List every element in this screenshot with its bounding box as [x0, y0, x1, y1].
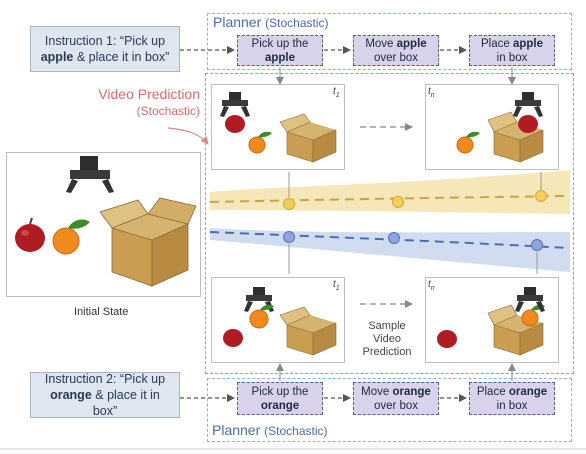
t1-letter-a: t: [333, 86, 336, 97]
planner-bottom-box: [207, 378, 572, 442]
planner-bottom-label: Planner (Stochastic): [212, 422, 328, 438]
top-t1-box-icon: [279, 113, 337, 163]
blue-trajectory: [209, 231, 569, 249]
video-prediction-label: Video Prediction (Stochastic): [80, 86, 200, 118]
t1-sub-a: 1: [335, 92, 340, 99]
yellow-node-3: [535, 190, 547, 202]
bottom-task-1-obj: orange: [260, 399, 300, 412]
top-t1-apple-icon: [225, 115, 245, 133]
bottom-t1-box-icon: [279, 306, 337, 356]
initial-orange-icon: [52, 219, 90, 255]
bottom-task-2-post: over box: [373, 399, 419, 412]
top-task-3: Place apple in box: [469, 35, 555, 66]
bottom-tn-gripper-icon: [515, 287, 545, 312]
bottom-t1-apple-icon: [223, 329, 243, 347]
bottom-task-3: Place orange in box: [469, 382, 555, 415]
tn-sub-a: n: [430, 92, 435, 99]
t1-letter-b: t: [333, 279, 336, 290]
planner-top-box: [207, 13, 572, 70]
sample-text-line-3: Prediction: [362, 346, 412, 358]
tn-letter-b: t: [428, 279, 431, 290]
sample-text-line-1: Sample: [368, 320, 406, 332]
top-t1-orange-icon: [248, 131, 272, 154]
blue-latent-band: [210, 228, 570, 272]
yellow-latent-band: [210, 170, 570, 214]
top-task-1-obj: apple: [264, 51, 296, 64]
top-task-2-obj: apple: [396, 37, 427, 50]
top-task-3-post: in box: [496, 51, 528, 64]
top-task-3-pre: Place: [480, 37, 510, 50]
instruction-2: Instruction 2: “Pick up orange & place i…: [30, 372, 180, 418]
instruction-2-prefix: Instruction 2: “Pick up: [44, 372, 166, 386]
bottom-task-3-pre: Place: [476, 385, 506, 398]
video-prediction-sub: (Stochastic): [136, 104, 200, 118]
video-prediction-pointer: [167, 127, 209, 145]
bottom-tn-apple-icon: [437, 330, 457, 348]
yellow-node-1: [283, 198, 295, 210]
initial-box-icon: [99, 197, 197, 287]
bottom-t1-orange-icon: [249, 304, 274, 329]
t1-sub-b: 1: [335, 285, 340, 292]
sample-text-line-2: Video: [373, 333, 401, 345]
top-task-3-obj: apple: [512, 37, 544, 50]
top-tn-gripper-icon: [513, 92, 543, 117]
planner-top-label: Planner (Stochastic): [213, 14, 329, 30]
top-task-2-pre: Move: [365, 37, 394, 50]
instruction-1: Instruction 1: “Pick up apple & place it…: [30, 26, 180, 72]
bottom-task-2: Move orange over box: [353, 382, 439, 415]
blue-node-3: [531, 239, 543, 251]
bottom-task-3-post: in box: [496, 399, 528, 412]
top-task-1-pre: Pick up the: [251, 37, 309, 50]
yellow-trajectory: [209, 195, 569, 203]
blue-node-2: [388, 232, 400, 244]
tn-sub-b: n: [430, 285, 435, 292]
instruction-1-suffix: & place it in box”: [76, 50, 170, 64]
bottom-task-3-obj: orange: [508, 385, 548, 398]
frame-bottom-tn-label: tn: [428, 279, 435, 292]
top-t1-gripper-icon: [220, 92, 250, 117]
yellow-node-2: [392, 196, 404, 208]
planner-bottom-sub: (Stochastic): [264, 424, 328, 438]
planner-top-sub: (Stochastic): [265, 16, 329, 30]
initial-gripper-icon: [66, 156, 114, 193]
blue-node-1: [283, 231, 295, 243]
bottom-task-1-pre: Pick up the: [251, 385, 309, 398]
frame-top-tn-label: tn: [428, 86, 435, 99]
video-prediction-title: Video Prediction: [98, 86, 200, 102]
top-tn-orange-icon: [456, 131, 480, 154]
instruction-2-object: orange: [50, 388, 92, 402]
top-task-2-post: over box: [373, 51, 419, 64]
instruction-2-suffix: & place it in box”: [92, 388, 160, 418]
top-task-1: Pick up the apple: [237, 35, 323, 66]
instruction-1-object: apple: [40, 50, 74, 64]
frame-top-t1-label: t1: [333, 86, 340, 99]
top-task-2: Move apple over box: [353, 35, 439, 66]
planner-bottom-title: Planner: [212, 422, 261, 438]
initial-apple-icon: [15, 217, 45, 252]
frame-bottom-t1-label: t1: [333, 279, 340, 292]
top-tn-apple-icon: [518, 115, 538, 133]
video-prediction-box: [205, 73, 574, 374]
instruction-1-prefix: Instruction 1: “Pick up: [44, 34, 166, 48]
bottom-task-2-pre: Move: [361, 385, 390, 398]
tn-letter-a: t: [428, 86, 431, 97]
bottom-task-2-obj: orange: [392, 385, 431, 398]
sample-video-prediction-text: Sample Video Prediction: [352, 320, 422, 359]
bottom-task-1: Pick up the orange: [237, 382, 323, 415]
planner-top-title: Planner: [213, 14, 262, 30]
initial-state-caption: Initial State: [74, 306, 129, 318]
bottom-tn-box-icon: [487, 304, 544, 356]
